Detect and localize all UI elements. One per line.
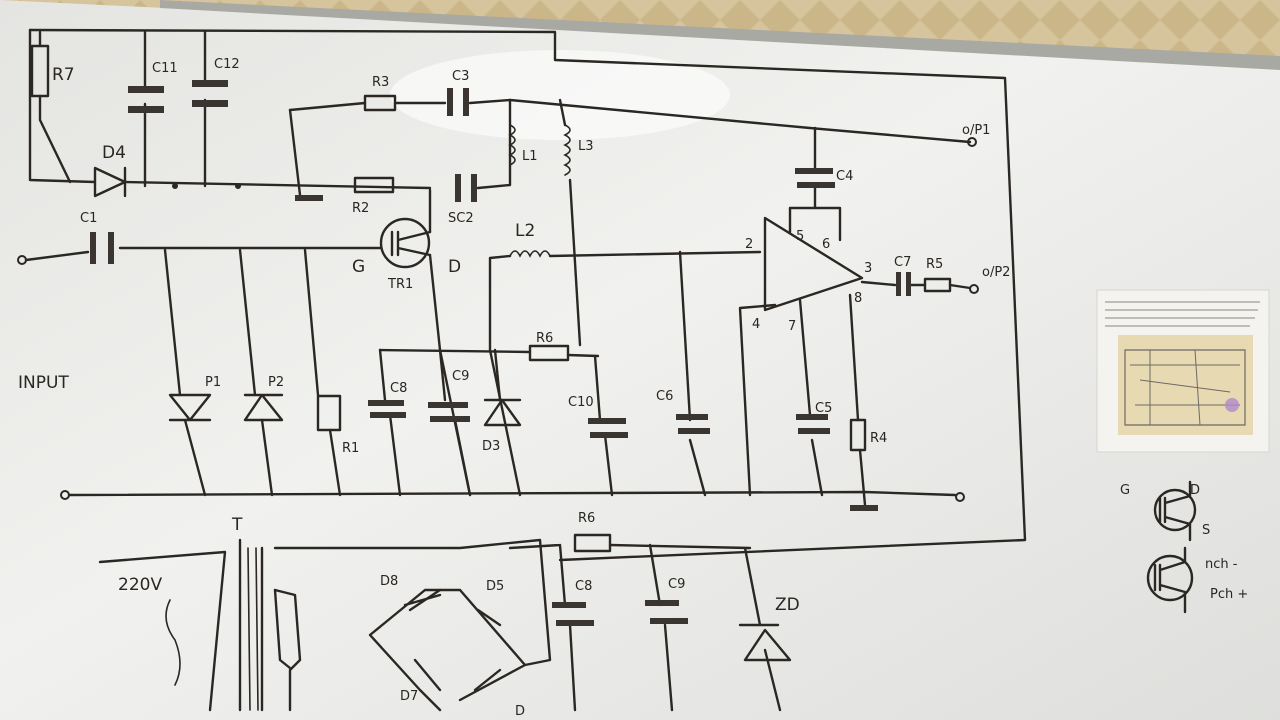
resistor-r5: [923, 277, 952, 293]
label-c1: C1: [80, 211, 97, 226]
label-c5: C5: [815, 401, 832, 416]
label-op2: o/P2: [982, 265, 1010, 280]
legend-nch: nch -: [1205, 557, 1238, 572]
circuit-labels: R7 C11 C12 R3 C3 D4 L1 L3 R2 SC2 C1 G D …: [18, 57, 1010, 719]
transistor-tr1: [379, 217, 431, 269]
label-c7: C7: [894, 255, 911, 270]
resistor-r4: [849, 418, 867, 452]
label-op1: o/P1: [962, 123, 990, 138]
label-tr1: TR1: [387, 277, 413, 292]
label-pin6: 6: [822, 237, 830, 252]
resistor-r1: [316, 394, 342, 432]
label-r7: R7: [52, 65, 75, 85]
label-l3: L3: [578, 139, 594, 154]
circuit-schematic: [17, 28, 1027, 712]
light-glare: [390, 50, 730, 140]
whiteboard-frame: [160, 0, 1280, 70]
label-c2: SC2: [448, 211, 474, 226]
legend-g: G: [1120, 483, 1130, 498]
label-r3: R3: [372, 75, 389, 90]
label-d6: D: [515, 704, 525, 719]
label-d7: D7: [400, 689, 418, 704]
mosfet-legend: G D S nch - Pch +: [1120, 480, 1248, 614]
label-220v: 220V: [118, 575, 162, 595]
label-gate: G: [352, 257, 365, 277]
label-pin5: 5: [796, 229, 804, 244]
label-r2: R2: [352, 201, 369, 216]
label-c11: C11: [152, 61, 178, 76]
label-c12: C12: [214, 57, 240, 72]
label-d4: D4: [102, 143, 126, 163]
resistor-r2: [353, 176, 395, 194]
label-p2: P2: [268, 375, 284, 390]
label-r6-lower: R6: [578, 511, 595, 526]
label-pin3: 3: [864, 261, 872, 276]
resistor-r6-lower: [573, 533, 612, 553]
resistor-r3: [363, 94, 397, 112]
reference-sheet: [1096, 289, 1270, 453]
op-amp: [763, 216, 864, 312]
label-c8-lower: C8: [575, 579, 592, 594]
label-r6: R6: [536, 331, 553, 346]
label-l1: L1: [522, 149, 538, 164]
label-r5: R5: [926, 257, 943, 272]
label-c9-lower: C9: [668, 577, 685, 592]
label-input: INPUT: [18, 373, 69, 393]
label-l2: L2: [515, 221, 535, 241]
label-pin2: 2: [745, 237, 753, 252]
label-d8: D8: [380, 574, 398, 589]
label-c4: C4: [836, 169, 853, 184]
label-r4: R4: [870, 431, 887, 446]
label-pin8: 8: [854, 291, 862, 306]
resistor-r6: [528, 344, 570, 362]
label-c3: C3: [452, 69, 469, 84]
label-c8: C8: [390, 381, 407, 396]
legend-pch: Pch +: [1210, 587, 1248, 602]
label-transformer: T: [231, 515, 243, 535]
label-c6: C6: [656, 389, 673, 404]
label-pin7: 7: [788, 319, 796, 334]
label-c10: C10: [568, 395, 594, 410]
label-drain: D: [448, 257, 461, 277]
legend-d: D: [1190, 483, 1200, 498]
legend-s: S: [1202, 523, 1210, 538]
label-pin4: 4: [752, 317, 760, 332]
label-r1: R1: [342, 441, 359, 456]
label-zd: ZD: [775, 595, 800, 615]
label-d3: D3: [482, 439, 500, 454]
label-d5: D5: [486, 579, 504, 594]
label-p1: P1: [205, 375, 221, 390]
label-c9: C9: [452, 369, 469, 384]
